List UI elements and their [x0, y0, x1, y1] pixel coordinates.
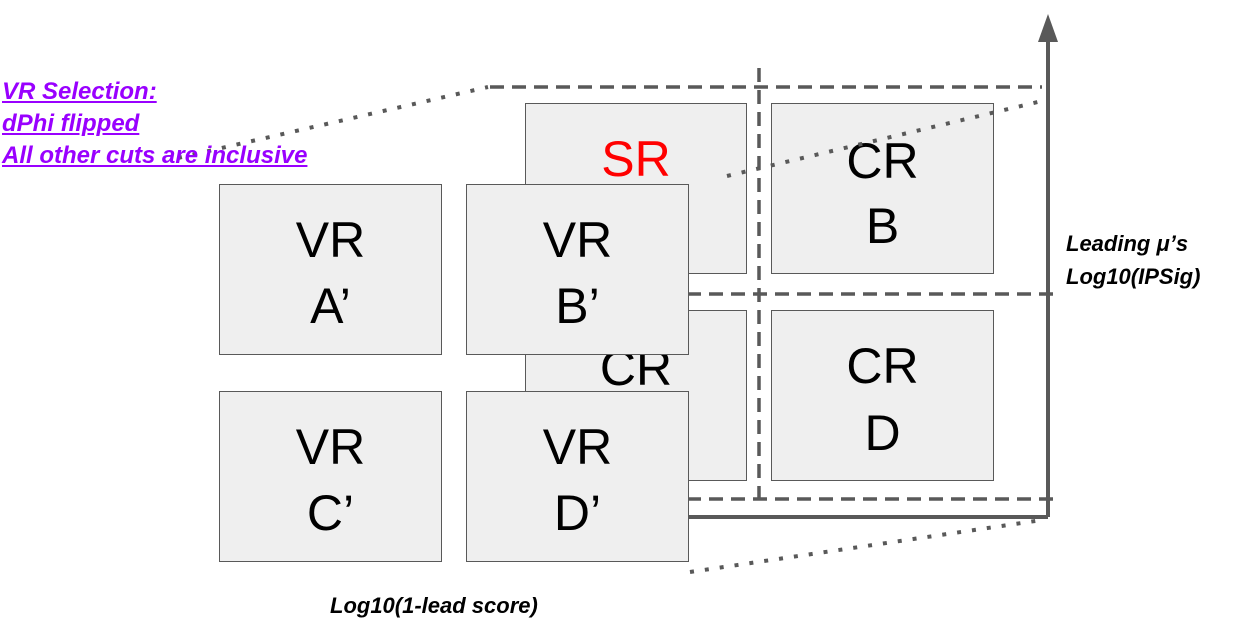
cr-b-label-line2: B — [865, 198, 900, 254]
y-axis-label-line-1: Leading μ’s — [1066, 231, 1189, 256]
vr-d-region-box: VR D’ — [466, 391, 689, 562]
vr-selection-note-line-2: dPhi flipped — [2, 110, 140, 137]
perspective-dotted-line-bottom — [689, 518, 1043, 574]
vr-c-region-box: VR C’ — [219, 391, 442, 562]
cr-b-label-line1: CR — [846, 133, 919, 189]
cr-b-region-box: CR B — [771, 103, 994, 274]
vr-b-region-box: VR B’ — [466, 184, 689, 355]
vr-a-label-line1: VR — [295, 212, 366, 268]
sr-label: SR — [601, 131, 671, 187]
vr-a-region-box: VR A’ — [219, 184, 442, 355]
vr-c-label-line1: VR — [295, 419, 366, 475]
vr-d-label-line2: D’ — [553, 485, 602, 541]
vr-selection-note: VR Selection: dPhi flipped All other cut… — [2, 76, 307, 172]
y-axis-label-line-2: Log10(IPSig) — [1066, 264, 1201, 289]
y-axis-arrowhead — [1038, 14, 1058, 42]
cr-d-label-line2: D — [864, 405, 901, 461]
vr-a-label-line2: A’ — [310, 278, 351, 334]
vr-c-label-line2: C’ — [306, 485, 355, 541]
perspective-dotted-line-top-right — [726, 99, 1043, 178]
vr-selection-note-line-1: VR Selection: — [2, 78, 157, 105]
cr-d-label-line1: CR — [846, 338, 919, 394]
vr-d-label-line1: VR — [542, 419, 613, 475]
vr-b-label-line2: B’ — [555, 278, 600, 334]
x-axis-label: Log10(1-lead score) — [330, 593, 538, 618]
cr-d-region-box: CR D — [771, 310, 994, 481]
vr-b-label-line1: VR — [542, 212, 613, 268]
vr-selection-note-line-3: All other cuts are inclusive — [2, 142, 308, 169]
